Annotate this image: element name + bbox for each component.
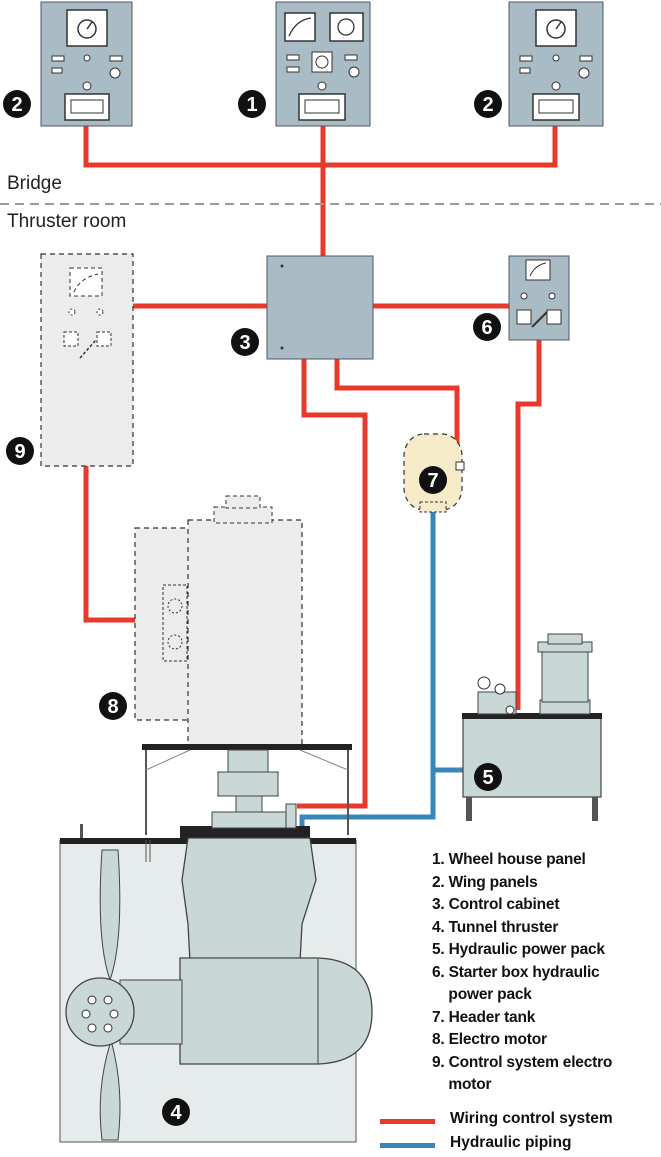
legend-item: 3. Control cabinet bbox=[432, 896, 560, 913]
marker-5: 5 bbox=[474, 763, 502, 791]
wire-starter-to-pack5 bbox=[515, 340, 542, 710]
piping-swatch bbox=[380, 1143, 435, 1148]
marker-3: 3 bbox=[231, 328, 259, 356]
pipe-tank-to-thruster bbox=[299, 770, 436, 828]
wire-panel9-to-motor8 bbox=[83, 465, 135, 623]
marker-2-left: 2 bbox=[3, 90, 31, 118]
legend-item: motor bbox=[432, 1076, 492, 1093]
zone-thruster-room-label: Thruster room bbox=[7, 211, 127, 232]
legend-item: 1. Wheel house panel bbox=[432, 851, 586, 868]
svg-text:2: 2 bbox=[11, 94, 22, 116]
control-system-motor-panel bbox=[40, 253, 134, 467]
control-cabinet bbox=[266, 255, 374, 360]
piping-label: Hydraulic piping bbox=[450, 1134, 572, 1151]
wiring-swatch bbox=[380, 1119, 435, 1124]
wire-cabinet-to-tank7 bbox=[334, 358, 460, 468]
line-legend: Wiring control system Hydraulic piping bbox=[378, 1109, 661, 1157]
pipe-tank-to-pack bbox=[430, 512, 463, 773]
wiring-lines bbox=[83, 124, 558, 809]
wing-panel-left bbox=[40, 1, 133, 127]
wing-panel-right bbox=[508, 1, 604, 127]
marker-9: 9 bbox=[6, 437, 34, 465]
wheel-house-panel bbox=[275, 1, 371, 127]
svg-text:6: 6 bbox=[481, 317, 492, 339]
svg-text:4: 4 bbox=[170, 1102, 182, 1124]
marker-8: 8 bbox=[99, 692, 127, 720]
legend-item: 5. Hydraulic power pack bbox=[432, 941, 605, 958]
legend-item: 4. Tunnel thruster bbox=[432, 918, 559, 936]
wire-cabinet-to-motor8 bbox=[297, 358, 368, 809]
number-markers: 2 1 2 3 6 9 7 8 5 4 bbox=[3, 90, 502, 1126]
legend-item: 6. Starter box hydraulic bbox=[432, 963, 600, 981]
svg-text:7: 7 bbox=[427, 470, 438, 492]
legend-wiring: Wiring control system bbox=[378, 1109, 661, 1133]
marker-2-right: 2 bbox=[474, 90, 502, 118]
svg-text:5: 5 bbox=[482, 767, 493, 789]
marker-1: 1 bbox=[238, 90, 266, 118]
zone-bridge-label: Bridge bbox=[7, 173, 62, 194]
svg-text:8: 8 bbox=[107, 696, 118, 718]
hydraulic-power-pack bbox=[462, 633, 602, 821]
tunnel-thruster bbox=[59, 744, 373, 1143]
svg-text:1: 1 bbox=[246, 94, 257, 116]
svg-text:9: 9 bbox=[14, 441, 25, 463]
legend-item: power pack bbox=[432, 986, 532, 1003]
svg-text:2: 2 bbox=[482, 94, 493, 116]
legend-piping: Hydraulic piping bbox=[378, 1133, 661, 1157]
component-legend: 1. Wheel house panel 2. Wing panels 3. C… bbox=[432, 849, 661, 1097]
wiring-label: Wiring control system bbox=[450, 1110, 613, 1127]
marker-4: 4 bbox=[162, 1098, 190, 1126]
legend-item: 2. Wing panels bbox=[432, 873, 538, 891]
marker-7: 7 bbox=[419, 466, 447, 494]
legend-item: 9. Control system electro bbox=[432, 1053, 613, 1071]
legend-item: 7. Header tank bbox=[432, 1008, 536, 1026]
piping-lines bbox=[299, 512, 463, 828]
starter-box bbox=[508, 255, 570, 341]
electro-motor bbox=[134, 495, 303, 747]
svg-text:3: 3 bbox=[239, 332, 250, 354]
marker-6: 6 bbox=[473, 313, 501, 341]
legend-item: 8. Electro motor bbox=[432, 1031, 547, 1048]
